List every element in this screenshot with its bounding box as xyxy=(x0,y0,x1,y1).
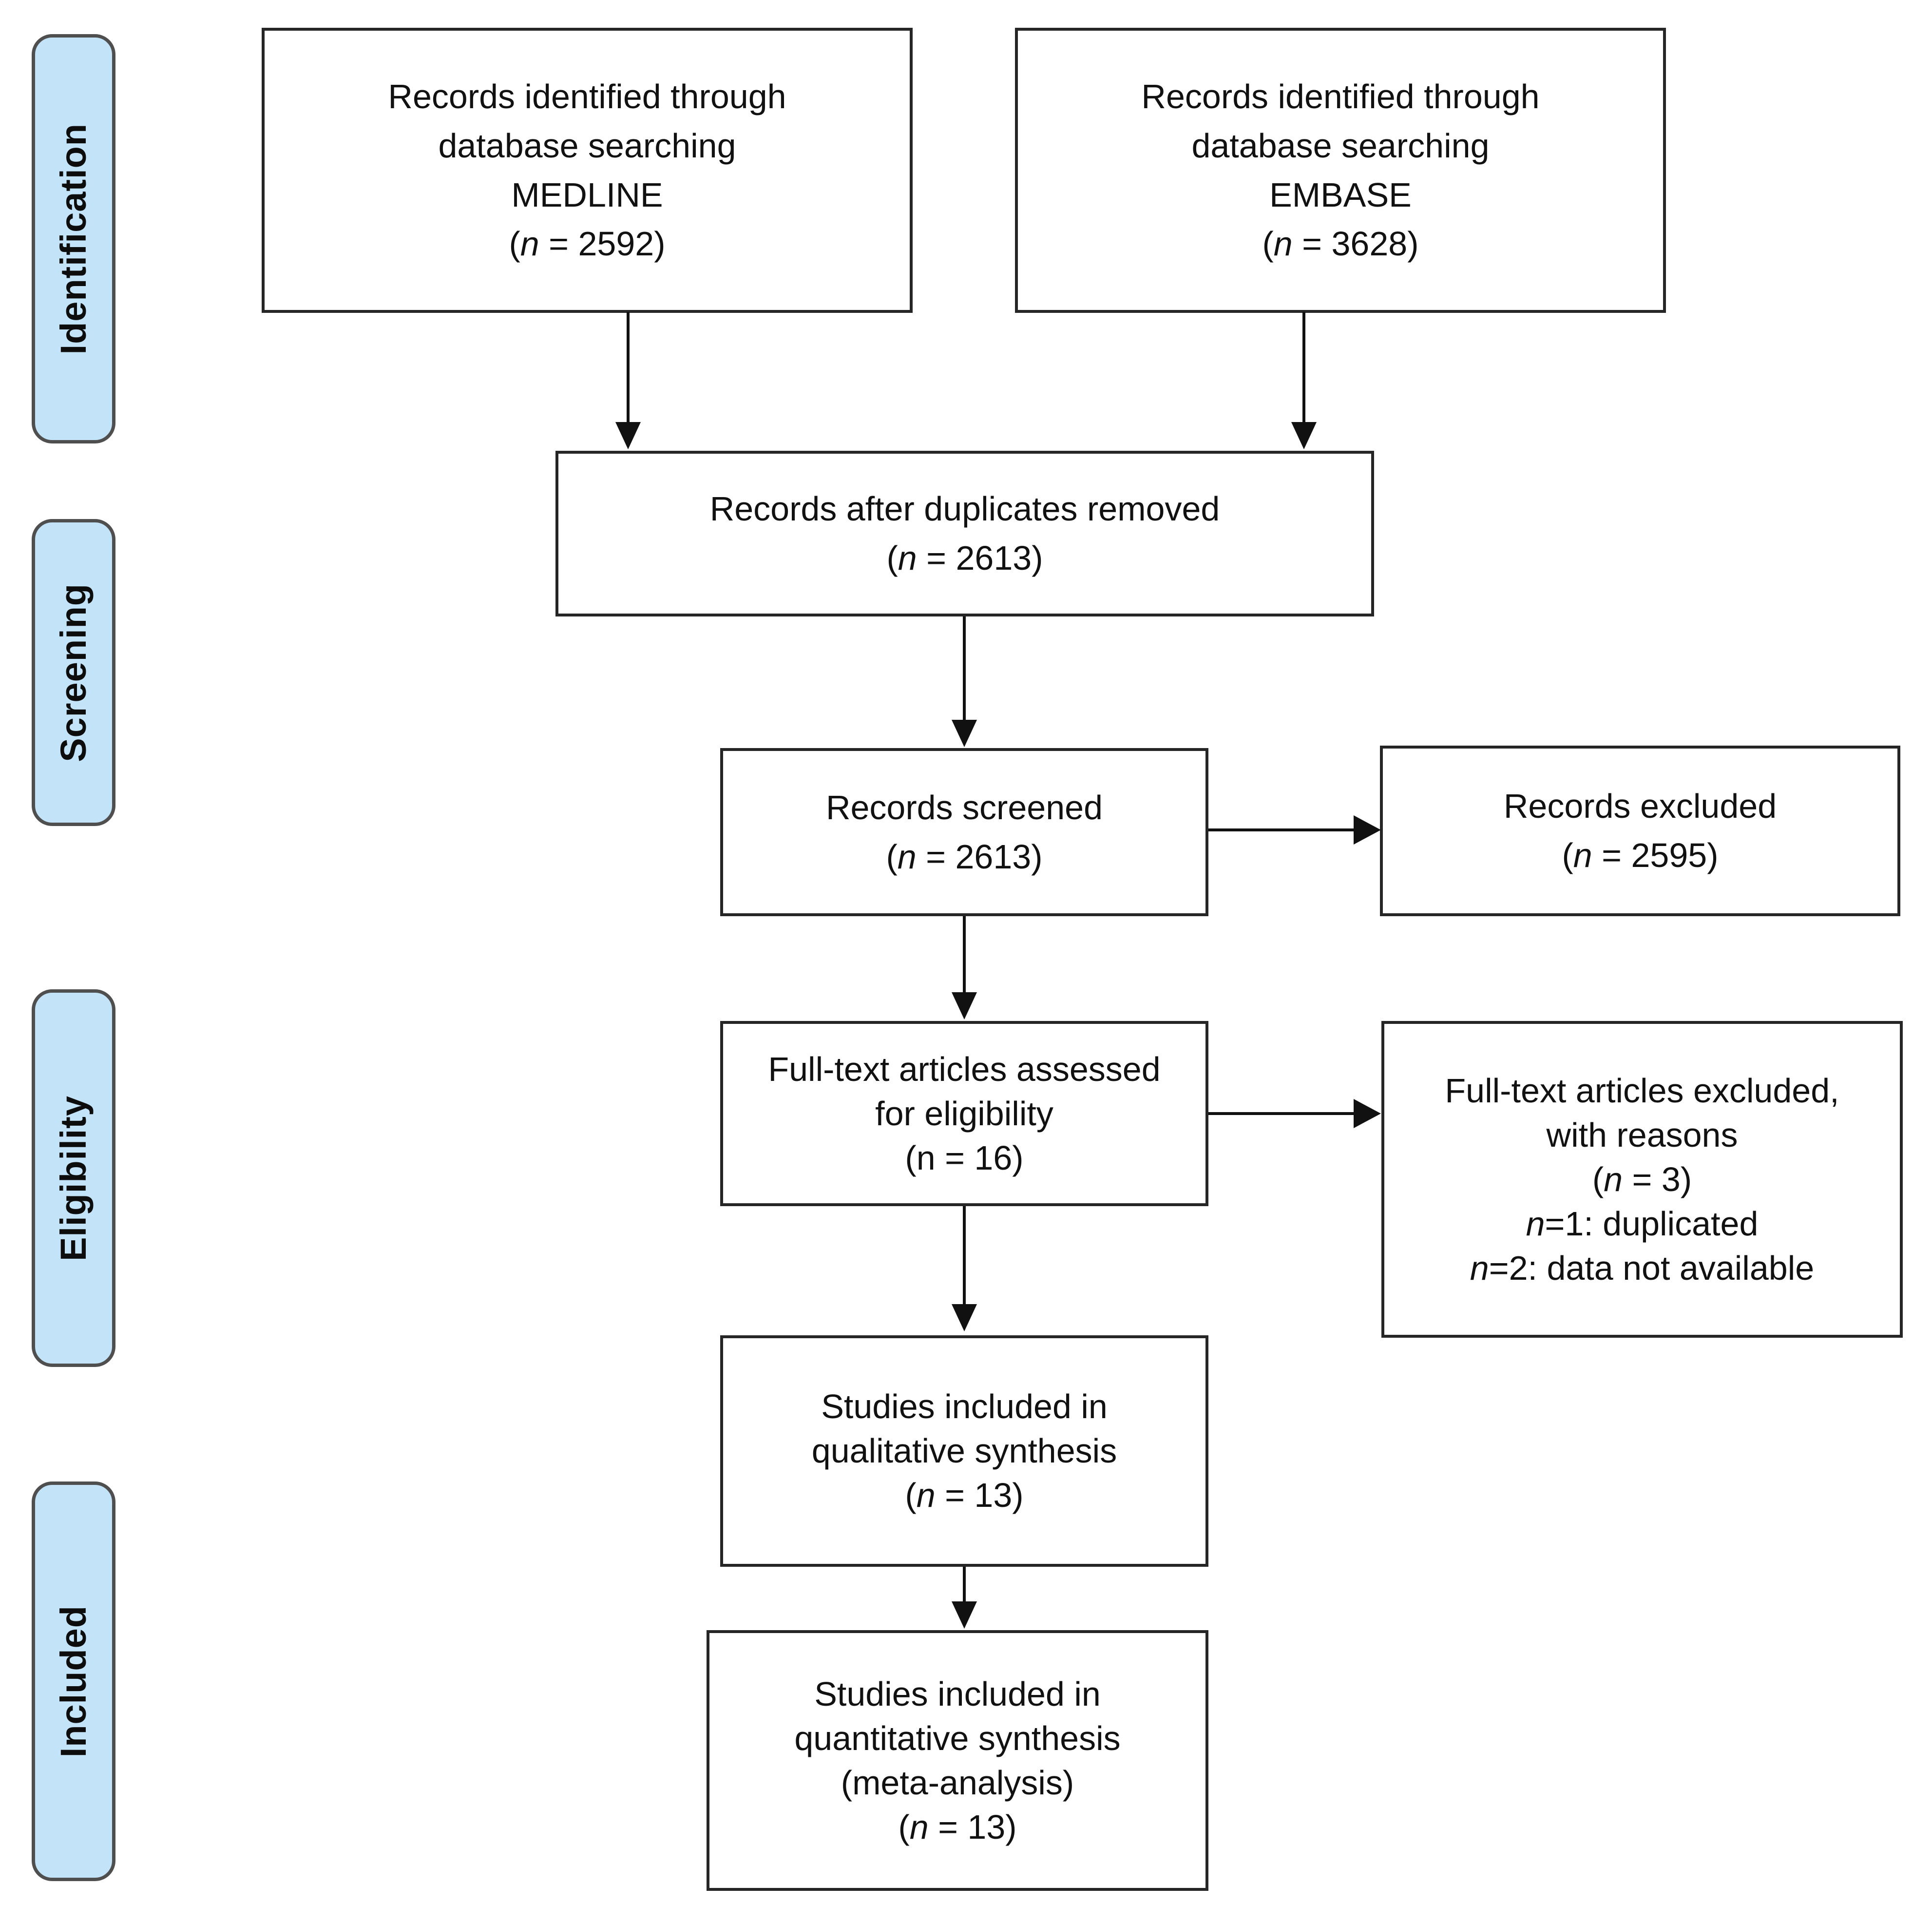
box-line: MEDLINE xyxy=(511,175,663,214)
box-studies-included-quantitative: Studies included in quantitative synthes… xyxy=(707,1630,1208,1891)
box-count: (n = 2595) xyxy=(1562,836,1719,874)
count-value: 2592 xyxy=(578,225,654,263)
arrowhead-down-fulltext xyxy=(952,992,977,1020)
box-line: qualitative synthesis xyxy=(811,1432,1117,1470)
box-records-excluded: Records excluded (n = 2595) xyxy=(1380,746,1900,916)
stage-label-screening: Screening xyxy=(53,583,94,762)
connector-duplicates-to-screened xyxy=(963,616,966,722)
count-variable: n xyxy=(909,1808,929,1846)
count-value: 13 xyxy=(967,1808,1006,1846)
stage-pill-identification: Identification xyxy=(32,34,115,443)
box-count: (n = 2592) xyxy=(509,225,666,263)
count-variable: n xyxy=(1273,225,1293,263)
count-value: 13 xyxy=(974,1476,1013,1514)
exclusion-reason: n=1: duplicated xyxy=(1526,1204,1759,1243)
box-records-identified-medline: Records identified through database sear… xyxy=(262,28,913,313)
count-variable: n xyxy=(1526,1204,1545,1243)
box-line: EMBASE xyxy=(1269,175,1412,214)
box-studies-included-qualitative: Studies included in qualitative synthesi… xyxy=(720,1335,1208,1567)
arrowhead-down-qualitative xyxy=(952,1304,977,1331)
connector-fulltext-to-qualitative xyxy=(963,1206,966,1306)
box-line: Records screened xyxy=(825,788,1103,827)
connector-fulltext-to-excluded xyxy=(1208,1112,1355,1115)
box-line: Records excluded xyxy=(1503,787,1777,826)
count-variable: n xyxy=(916,1476,936,1514)
box-count: (n = 13) xyxy=(905,1476,1024,1514)
box-line: Records identified through xyxy=(388,77,786,115)
box-count: (n = 3628) xyxy=(1262,225,1419,263)
connector-qualitative-to-quantitative xyxy=(963,1567,966,1603)
arrowhead-down-embase xyxy=(1291,422,1317,449)
exclusion-reason: n=2: data not available xyxy=(1470,1249,1815,1287)
box-line: Full-text articles excluded, xyxy=(1445,1071,1839,1110)
box-line: (meta-analysis) xyxy=(841,1763,1074,1802)
box-line: Full-text articles assessed xyxy=(768,1050,1161,1088)
arrowhead-right-records-excluded xyxy=(1354,815,1381,845)
box-full-text-articles-excluded: Full-text articles excluded, with reason… xyxy=(1381,1021,1903,1338)
box-count: (n = 16) xyxy=(905,1138,1024,1177)
box-line: Studies included in xyxy=(814,1674,1101,1713)
count-value: 2595 xyxy=(1631,836,1707,874)
stage-pill-screening: Screening xyxy=(32,519,115,826)
box-full-text-articles-assessed: Full-text articles assessed for eligibil… xyxy=(720,1021,1208,1206)
count-variable: n xyxy=(520,225,539,263)
stage-label-identification: Identification xyxy=(53,123,94,355)
box-records-identified-embase: Records identified through database sear… xyxy=(1015,28,1666,313)
box-count: (n = 2613) xyxy=(886,539,1043,577)
box-count: (n = 13) xyxy=(898,1808,1017,1846)
stage-label-eligibility: Eligibility xyxy=(53,1095,94,1261)
box-records-after-duplicates-removed: Records after duplicates removed (n = 26… xyxy=(555,451,1374,616)
box-line: database searching xyxy=(438,126,736,165)
count-value: 3628 xyxy=(1331,225,1408,263)
box-line: database searching xyxy=(1191,126,1490,165)
count-variable: n xyxy=(897,837,917,876)
stage-label-included: Included xyxy=(53,1605,94,1758)
connector-screened-to-fulltext xyxy=(963,916,966,994)
count-variable: n xyxy=(1470,1249,1489,1287)
count-variable: n xyxy=(898,539,917,577)
box-records-screened: Records screened (n = 2613) xyxy=(720,748,1208,916)
arrowhead-down-medline xyxy=(615,422,641,449)
count-value: 3 xyxy=(1661,1160,1681,1198)
box-count: (n = 3) xyxy=(1592,1160,1692,1198)
stage-pill-eligibility: Eligibility xyxy=(32,989,115,1367)
connector-embase-to-duplicates xyxy=(1302,312,1305,424)
connector-medline-to-duplicates xyxy=(627,312,630,424)
box-line: quantitative synthesis xyxy=(794,1719,1121,1757)
count-variable: n xyxy=(1573,836,1592,874)
arrowhead-down-quantitative xyxy=(952,1601,977,1629)
arrowhead-down-screened xyxy=(952,720,977,747)
arrowhead-right-fulltext-excluded xyxy=(1354,1099,1381,1128)
box-line: Records identified through xyxy=(1141,77,1540,115)
count-variable: n xyxy=(1604,1160,1623,1198)
connector-screened-to-excluded xyxy=(1208,828,1355,831)
count-value: 2613 xyxy=(955,837,1032,876)
box-line: Studies included in xyxy=(821,1387,1108,1425)
count-value: 2613 xyxy=(956,539,1032,577)
box-line: with reasons xyxy=(1546,1116,1738,1154)
box-line: Records after duplicates removed xyxy=(709,490,1220,528)
box-line: for eligibility xyxy=(875,1094,1053,1133)
stage-pill-included: Included xyxy=(32,1481,115,1881)
box-count: (n = 2613) xyxy=(886,837,1043,876)
